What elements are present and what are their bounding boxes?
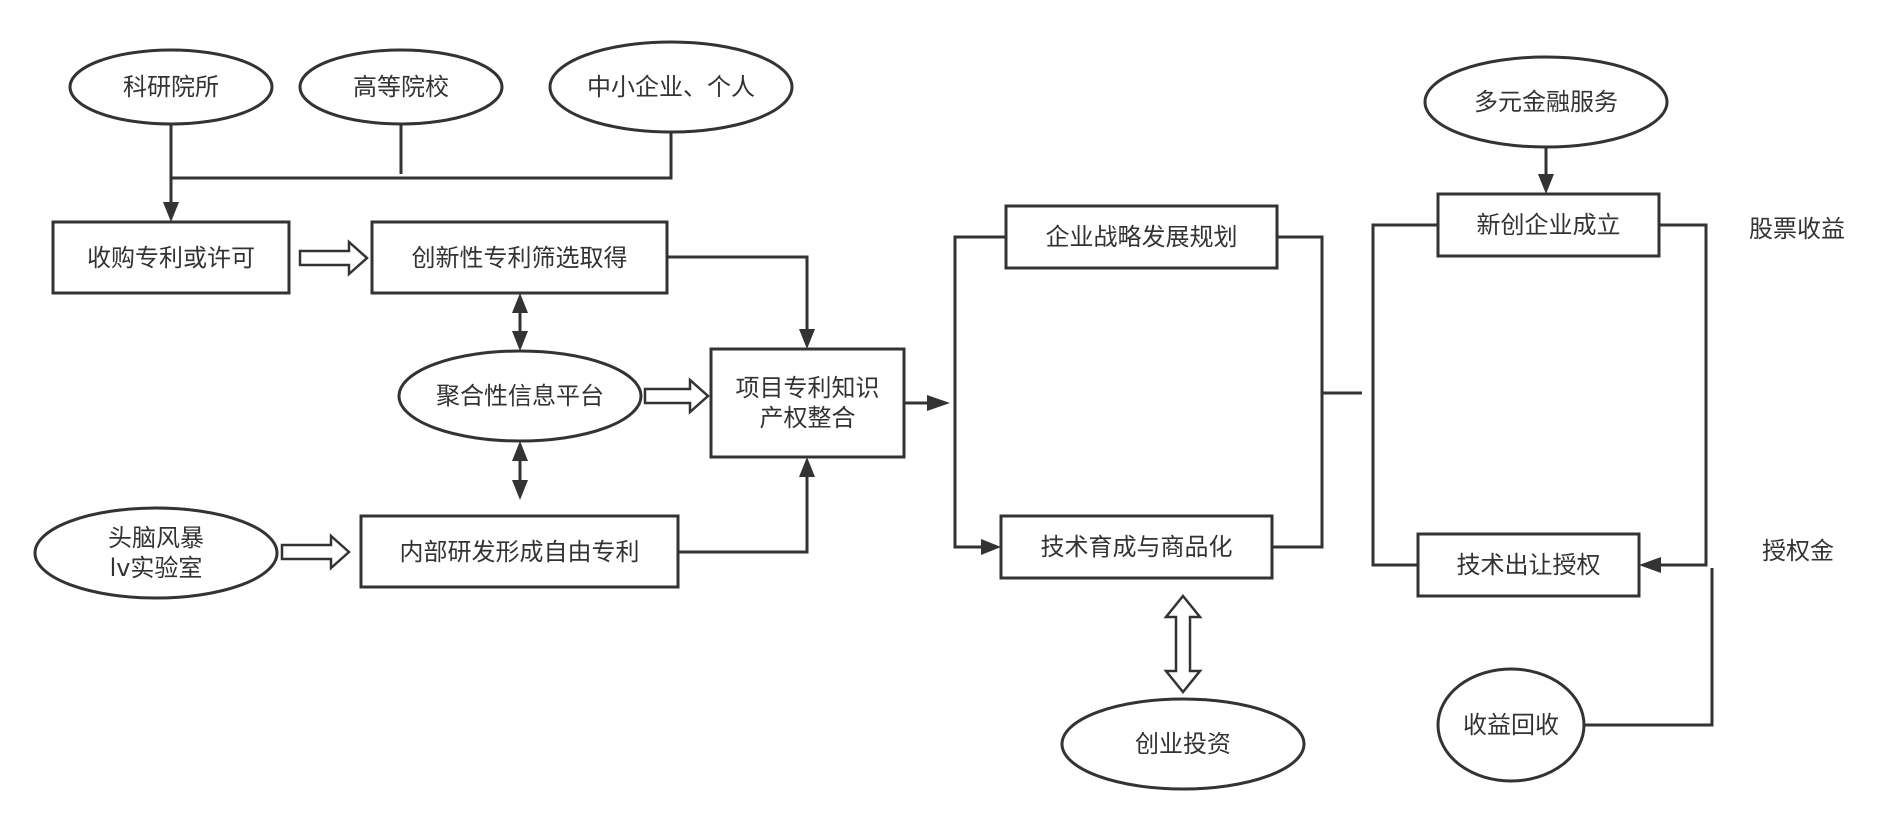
connector-revenue-recovery [1584,568,1714,727]
box-innovative-patent [370,220,669,295]
label-revenue-recovery: 收益回收 [1463,711,1559,739]
ellipse-brainstorm-lab [33,506,279,600]
arrowhead-to-acquire [163,202,179,222]
arrowhead-up-platform [512,441,528,461]
connector-internal-to-integration [678,475,809,554]
label-tech-licensing: 技术出让授权 [1456,551,1601,579]
ellipse-venture-investment [1060,697,1306,791]
label-acquire-patent: 收购专利或许可 [87,243,255,272]
connector-branch-left [953,235,1006,549]
box-ip-integration [709,347,906,459]
arrowhead-down-platform [512,331,528,351]
arrowhead-to-integration-bottom [799,457,815,477]
arrowhead-up-innovative [512,293,528,313]
connector-company-to-licensing [1659,223,1708,567]
hollow-arrow-lab-to-internal [280,533,351,571]
box-tech-licensing [1416,532,1641,598]
label-universities: 高等院校 [353,73,449,101]
label-new-company: 新创企业成立 [1476,211,1621,239]
connector-sources-merge [169,124,673,180]
arrowhead-to-new-company [1538,174,1554,194]
box-strategy-planning [1004,204,1279,270]
hollow-arrow-acquire-to-innovative [298,239,369,277]
label-ip-integration: 项目专利知识 产权整合 [735,374,880,432]
label-strategy-planning: 企业战略发展规划 [1045,223,1238,251]
connector-right-bracket [1371,223,1438,567]
label-license-fee: 授权金 [1762,537,1834,565]
hollow-arrow-incubation-venture [1163,594,1203,694]
box-tech-incubation [999,514,1274,580]
arrowhead-down-internal [512,480,528,500]
label-tech-incubation: 技术育成与商品化 [1040,533,1233,561]
label-sme-individuals: 中小企业、个人 [587,73,755,101]
label-brainstorm-lab: 头脑风暴 lv实验室 [108,524,204,582]
connector-innovative-to-integration [667,255,809,331]
label-financial-services: 多元金融服务 [1474,88,1618,116]
label-innovative-patent: 创新性专利筛选取得 [411,243,628,272]
arrowhead-to-integration-top [799,329,815,349]
arrowhead-to-licensing [1639,557,1661,573]
arrowhead-to-incubation [981,539,1001,555]
label-stock-revenue: 股票收益 [1749,215,1845,243]
label-info-platform: 聚合性信息平台 [436,382,604,410]
hollow-arrow-platform-to-integration [643,377,710,415]
label-internal-rd: 内部研发形成自由专利 [399,537,640,566]
box-internal-rd [359,514,680,589]
label-research-institutes: 科研院所 [123,73,219,101]
arrowhead-integration-out [927,395,950,411]
label-venture-investment: 创业投资 [1135,730,1231,758]
connector-branch-join [1272,235,1324,549]
